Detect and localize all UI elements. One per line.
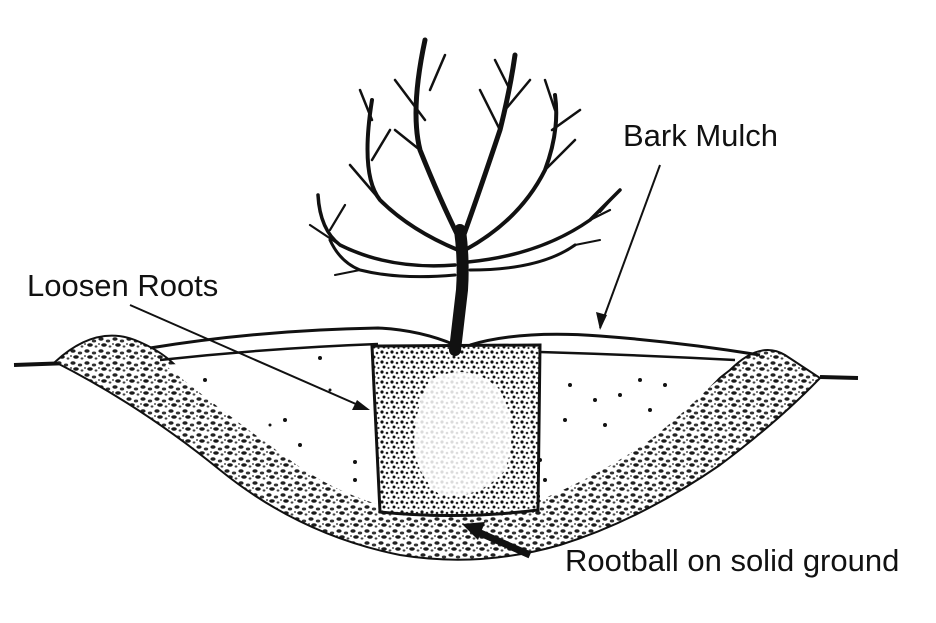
rootball xyxy=(370,343,542,518)
tree xyxy=(308,37,622,356)
bark-mulch-layer xyxy=(149,326,761,362)
bark-mulch-label: Bark Mulch xyxy=(623,118,779,153)
rootball-arrow xyxy=(462,522,532,559)
loosen-roots-arrow xyxy=(129,304,370,410)
backfill-soil xyxy=(165,346,735,505)
rootball-label: Rootball on solid ground xyxy=(565,543,900,578)
loosen-roots-label: Loosen Roots xyxy=(27,268,219,303)
bark-mulch-arrow xyxy=(596,164,661,330)
